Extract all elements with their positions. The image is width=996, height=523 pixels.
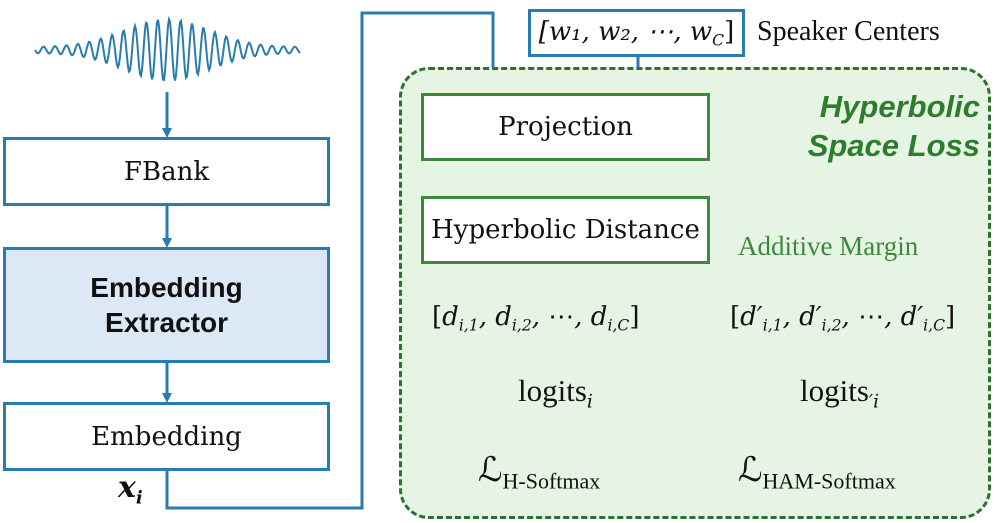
hyperbolic-distance-box: Hyperbolic Distance — [421, 196, 710, 264]
margin-distance-vector: [d′i,1, d′i,2, ⋯, d′i,C] — [730, 302, 956, 335]
fbank-label: FBank — [123, 156, 210, 187]
speaker-centers-box: [w₁, w₂, ⋯, wC] — [528, 9, 745, 57]
loss-ham-softmax: ℒHAM-Softmax — [738, 450, 896, 494]
waveform-icon — [34, 15, 301, 82]
embedding-symbol: xi — [118, 470, 143, 509]
hyperbolic-distance-label: Hyperbolic Distance — [431, 215, 700, 245]
arrow-embedding-to-projection — [165, 11, 498, 510]
embedding-label: Embedding — [91, 421, 242, 452]
region-title: Hyperbolic Space Loss — [807, 89, 980, 163]
fbank-box: FBank — [3, 137, 330, 206]
logits-right: logits′i — [800, 373, 880, 413]
embedding-extractor-label: Embedding Extractor — [90, 272, 243, 338]
loss-h-softmax: ℒH-Softmax — [478, 450, 601, 494]
distance-vector: [di,1, di,2, ⋯, di,C] — [432, 302, 640, 335]
embedding-box: Embedding — [3, 402, 330, 471]
additive-margin-label: Additive Margin — [738, 231, 919, 261]
logits-left: logitsi — [518, 373, 593, 413]
speaker-centers-label: Speaker Centers — [757, 16, 940, 47]
embedding-extractor-box: Embedding Extractor — [3, 247, 330, 363]
projection-box: Projection — [421, 93, 710, 161]
speaker-centers-vector: [w₁, w₂, ⋯, wC] — [538, 16, 735, 50]
projection-label: Projection — [498, 112, 633, 142]
